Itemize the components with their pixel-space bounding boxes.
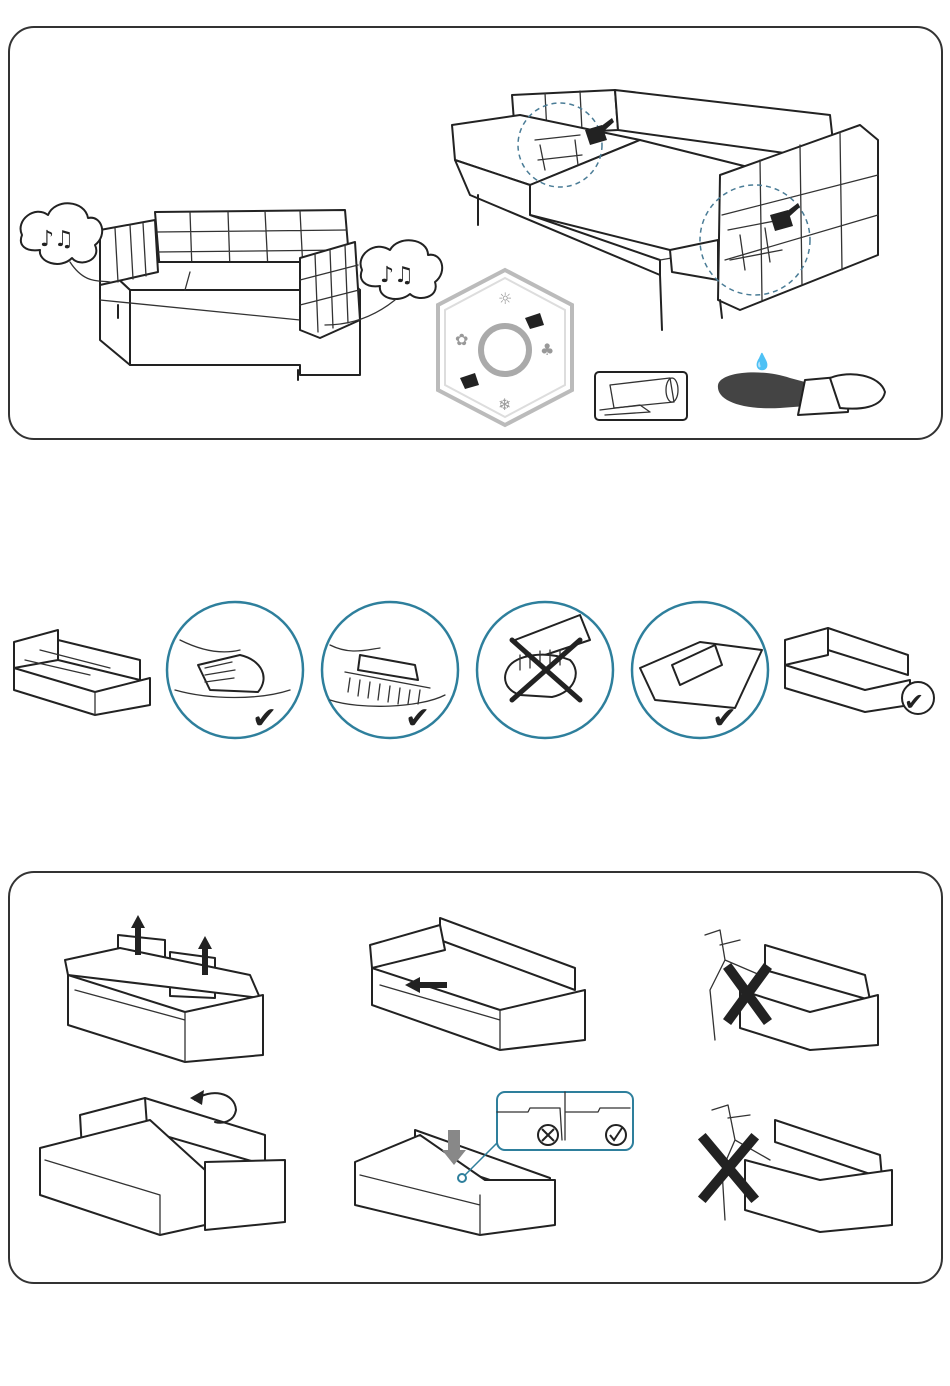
tree-icon: ♣ xyxy=(540,340,554,359)
smooth-sofa-illustration: ✔ xyxy=(785,628,934,716)
wrinkled-sofa-illustration xyxy=(14,630,150,715)
creaking-sofa-illustration: ♪♫ ♪♫ xyxy=(21,203,443,380)
music-notes-icon: ♪♫ xyxy=(380,263,414,288)
no-iron-step xyxy=(477,602,613,738)
check-mark-icon: ✔ xyxy=(712,701,737,736)
unfolding-panel xyxy=(8,871,943,1284)
steam-through-cloth-step: ✔ xyxy=(632,602,768,738)
blot-stain-illustration: 💧 xyxy=(718,352,885,415)
drops-icon: 💧 xyxy=(752,352,772,371)
brush-step: ✔ xyxy=(322,602,458,738)
maintenance-cycle-illustration: ☼ ♣ ❄ ✿ xyxy=(438,270,572,425)
music-notes-icon: ♪♫ xyxy=(40,227,74,252)
check-mark-icon: ✔ xyxy=(904,688,924,716)
check-mark-icon: ✔ xyxy=(405,701,430,736)
snowflake-icon: ❄ xyxy=(498,395,511,414)
paper-towel-illustration xyxy=(595,372,687,420)
flower-icon: ✿ xyxy=(455,330,468,349)
check-mark-icon: ✔ xyxy=(252,701,277,736)
smooth-by-hand-step: ✔ xyxy=(167,602,303,738)
sun-icon: ☼ xyxy=(498,289,512,308)
